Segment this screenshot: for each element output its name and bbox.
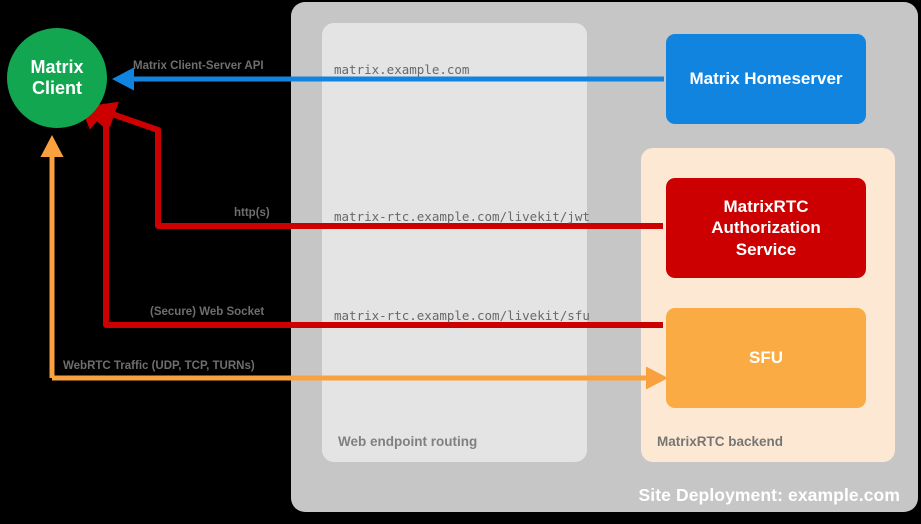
sfu-label: SFU [749,348,783,367]
matrix-client-label-line2: Client [31,78,82,98]
endpoint-label-livekit-sfu: matrix-rtc.example.com/livekit/sfu [334,308,590,323]
endpoint-label-matrix-example-com: matrix.example.com [334,62,470,77]
node-matrix-homeserver[interactable]: Matrix Homeserver [666,34,866,124]
auth-service-label-line3: Service [735,239,797,259]
auth-service-label-line1: MatrixRTC [723,197,809,217]
node-sfu[interactable]: SFU [666,308,866,408]
edge-livekit-sfu-websocket [78,102,663,328]
edge-label-secure-web-socket: (Secure) Web Socket [150,306,265,318]
matrix-client-label-line1: Matrix [30,57,84,78]
node-matrixrtc-authorization-service[interactable]: MatrixRTC Authorization Service [666,178,866,278]
endpoint-label-livekit-jwt: matrix-rtc.example.com/livekit/jwt [334,209,590,224]
edge-label-matrix-client-server-api: Matrix Client-Server API [133,60,264,72]
edge-livekit-jwt [89,101,663,229]
web-endpoint-routing-title: Web endpoint routing [338,434,478,449]
site-deployment-title: Site Deployment: example.com [638,485,900,505]
edge-label-webrtc-traffic: WebRTC Traffic (UDP, TCP, TURNs) [63,360,255,372]
edge-label-http-s: http(s) [234,207,270,219]
auth-service-label-line2: Authorization [711,218,821,238]
node-matrix-client[interactable]: Matrix Client [7,28,107,128]
matrixrtc-backend-title: MatrixRTC backend [657,434,784,449]
web-endpoint-routing-panel: Web endpoint routing [322,23,587,462]
matrix-homeserver-label: Matrix Homeserver [689,69,843,88]
